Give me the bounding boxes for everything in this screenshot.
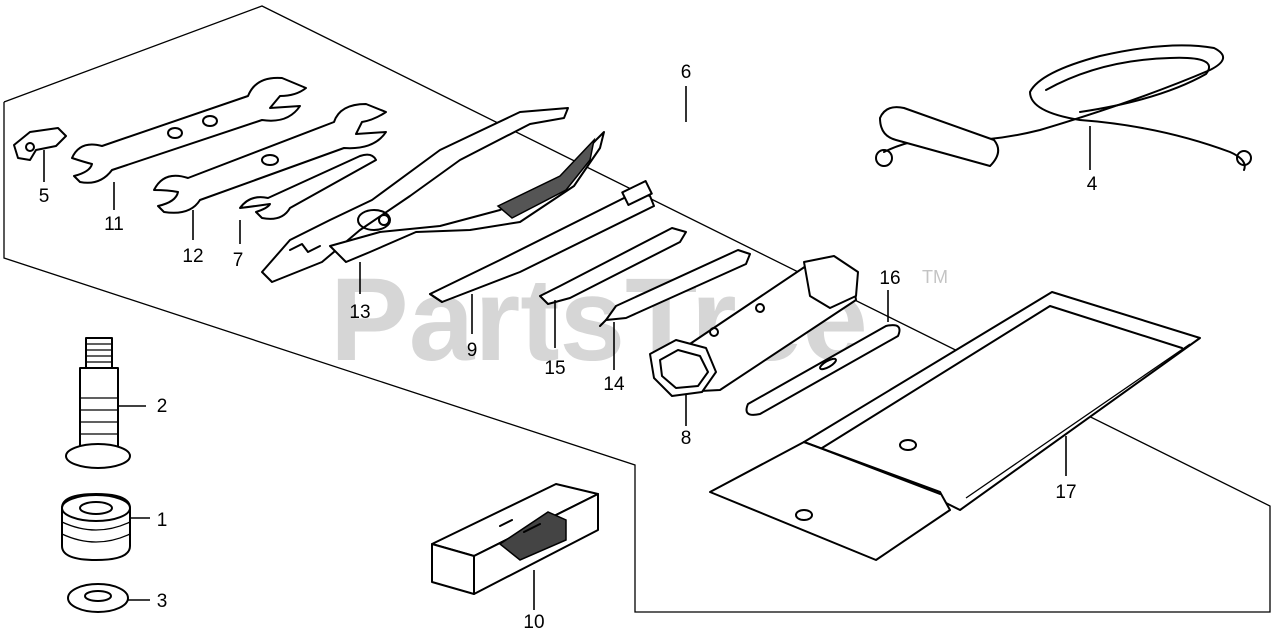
callout-2: 2 — [157, 396, 168, 417]
callout-9: 9 — [467, 340, 478, 361]
part-1-nut — [61, 493, 131, 561]
callout-10: 10 — [523, 612, 544, 633]
leader-lines — [43, 86, 1091, 610]
part-17-tool-bag — [709, 291, 1201, 561]
callout-8: 8 — [681, 428, 692, 449]
callout-14: 14 — [603, 374, 625, 395]
callout-12: 12 — [182, 246, 203, 267]
part-8-spanner — [649, 255, 859, 397]
callout-3: 3 — [157, 591, 168, 612]
part-15-screwdriver — [539, 227, 687, 305]
callout-16: 16 — [879, 268, 900, 289]
part-5-key — [13, 127, 67, 161]
callout-5: 5 — [39, 186, 50, 207]
callout-13: 13 — [349, 302, 370, 323]
callout-1: 1 — [157, 510, 168, 531]
toolkit-outline — [3, 5, 1271, 613]
part-2-valve — [65, 337, 131, 469]
callout-labels: 5 11 12 7 13 9 15 14 8 6 16 4 17 2 1 3 1… — [39, 62, 1098, 633]
callout-7: 7 — [233, 250, 244, 271]
callout-6: 6 — [681, 62, 692, 83]
part-12-wrench — [153, 103, 387, 214]
watermark-trademark: TM — [922, 267, 948, 287]
part-13-pliers — [261, 107, 605, 283]
part-7-wrench — [239, 153, 377, 220]
callout-17: 17 — [1055, 482, 1076, 503]
part-3-washer — [67, 583, 129, 613]
part-10-box — [431, 483, 599, 595]
part-14-screwdriver — [599, 249, 751, 327]
callout-4: 4 — [1087, 174, 1098, 195]
part-9-screwdriver — [429, 180, 655, 303]
callout-11: 11 — [104, 214, 124, 235]
part-16-spoke-wrench — [745, 324, 901, 416]
part-11-wrench — [71, 76, 307, 184]
callout-15: 15 — [544, 358, 565, 379]
part-4-cord — [875, 44, 1252, 171]
